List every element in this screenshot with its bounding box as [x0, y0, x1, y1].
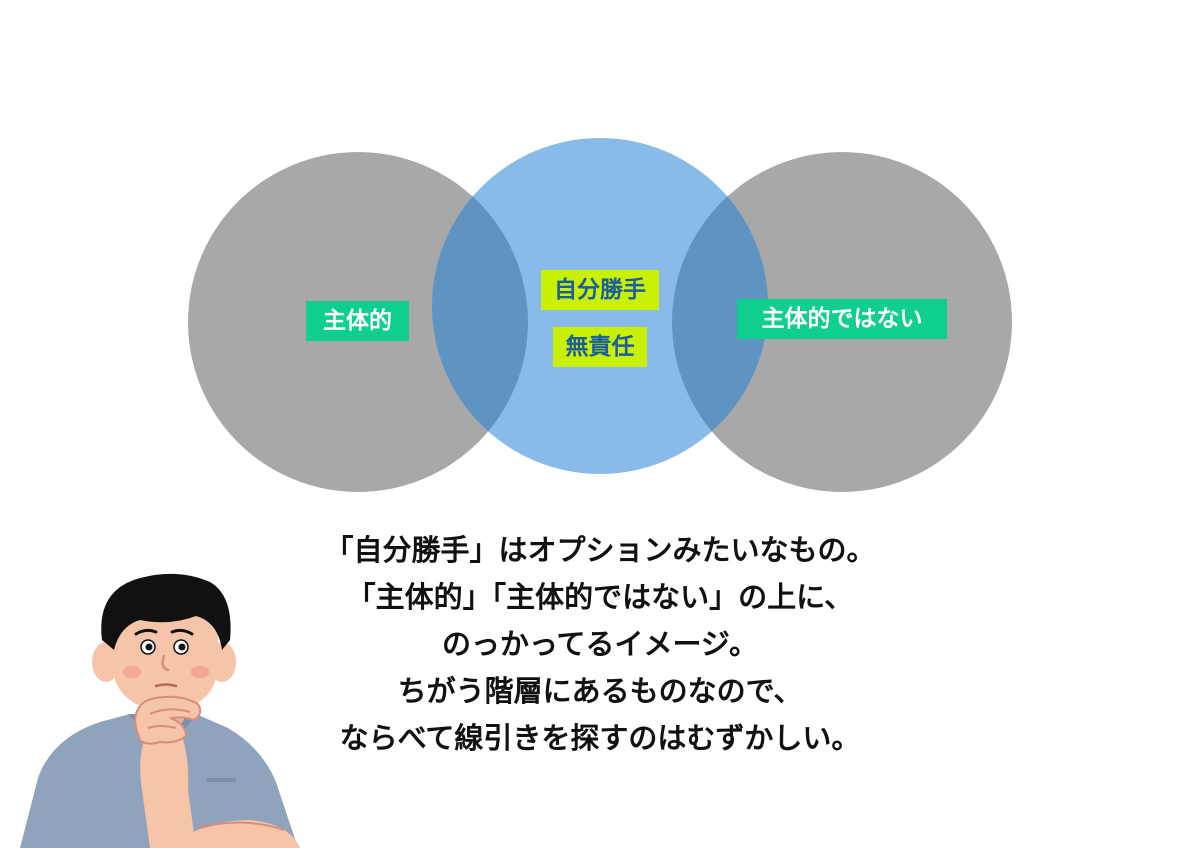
right-brow — [170, 628, 194, 636]
venn-diagram — [188, 138, 1012, 492]
finger-line — [149, 708, 191, 715]
caption-line: のっかってるイメージ。 — [441, 627, 759, 661]
left-circle-label: 主体的 — [306, 301, 409, 341]
caption-line: 「主体的」「主体的ではない」の上に、 — [346, 580, 854, 614]
right-cheek — [191, 666, 209, 678]
forearm — [140, 722, 196, 848]
left-pupil — [145, 643, 153, 651]
center-label-selfish: 自分勝手 — [541, 270, 659, 310]
face — [112, 598, 218, 712]
mouth — [154, 683, 178, 688]
finger-line — [147, 725, 177, 729]
left-cheek — [123, 666, 141, 678]
thinking-man-illustration — [20, 573, 300, 848]
caption-line: ちがう階層にあるものなので、 — [397, 674, 803, 708]
hair — [101, 573, 231, 650]
center-label-irresponsible: 無責任 — [553, 327, 647, 367]
left-brow — [134, 628, 158, 636]
caption-line: ならべて線引きを探すのはむずかしい。 — [339, 721, 861, 755]
right-pupil — [178, 643, 186, 651]
right-circle-label: 主体的ではない — [737, 299, 947, 339]
hand — [134, 695, 202, 745]
nose — [161, 654, 170, 672]
resting-arm-line — [199, 821, 285, 831]
caption-text: 「自分勝手」はオプションみたいなもの。 「主体的」「主体的ではない」の上に、 の… — [240, 527, 960, 762]
shirt-pocket — [206, 778, 236, 782]
resting-arm — [170, 820, 300, 848]
caption-line: 「自分勝手」はオプションみたいなもの。 — [324, 533, 876, 567]
